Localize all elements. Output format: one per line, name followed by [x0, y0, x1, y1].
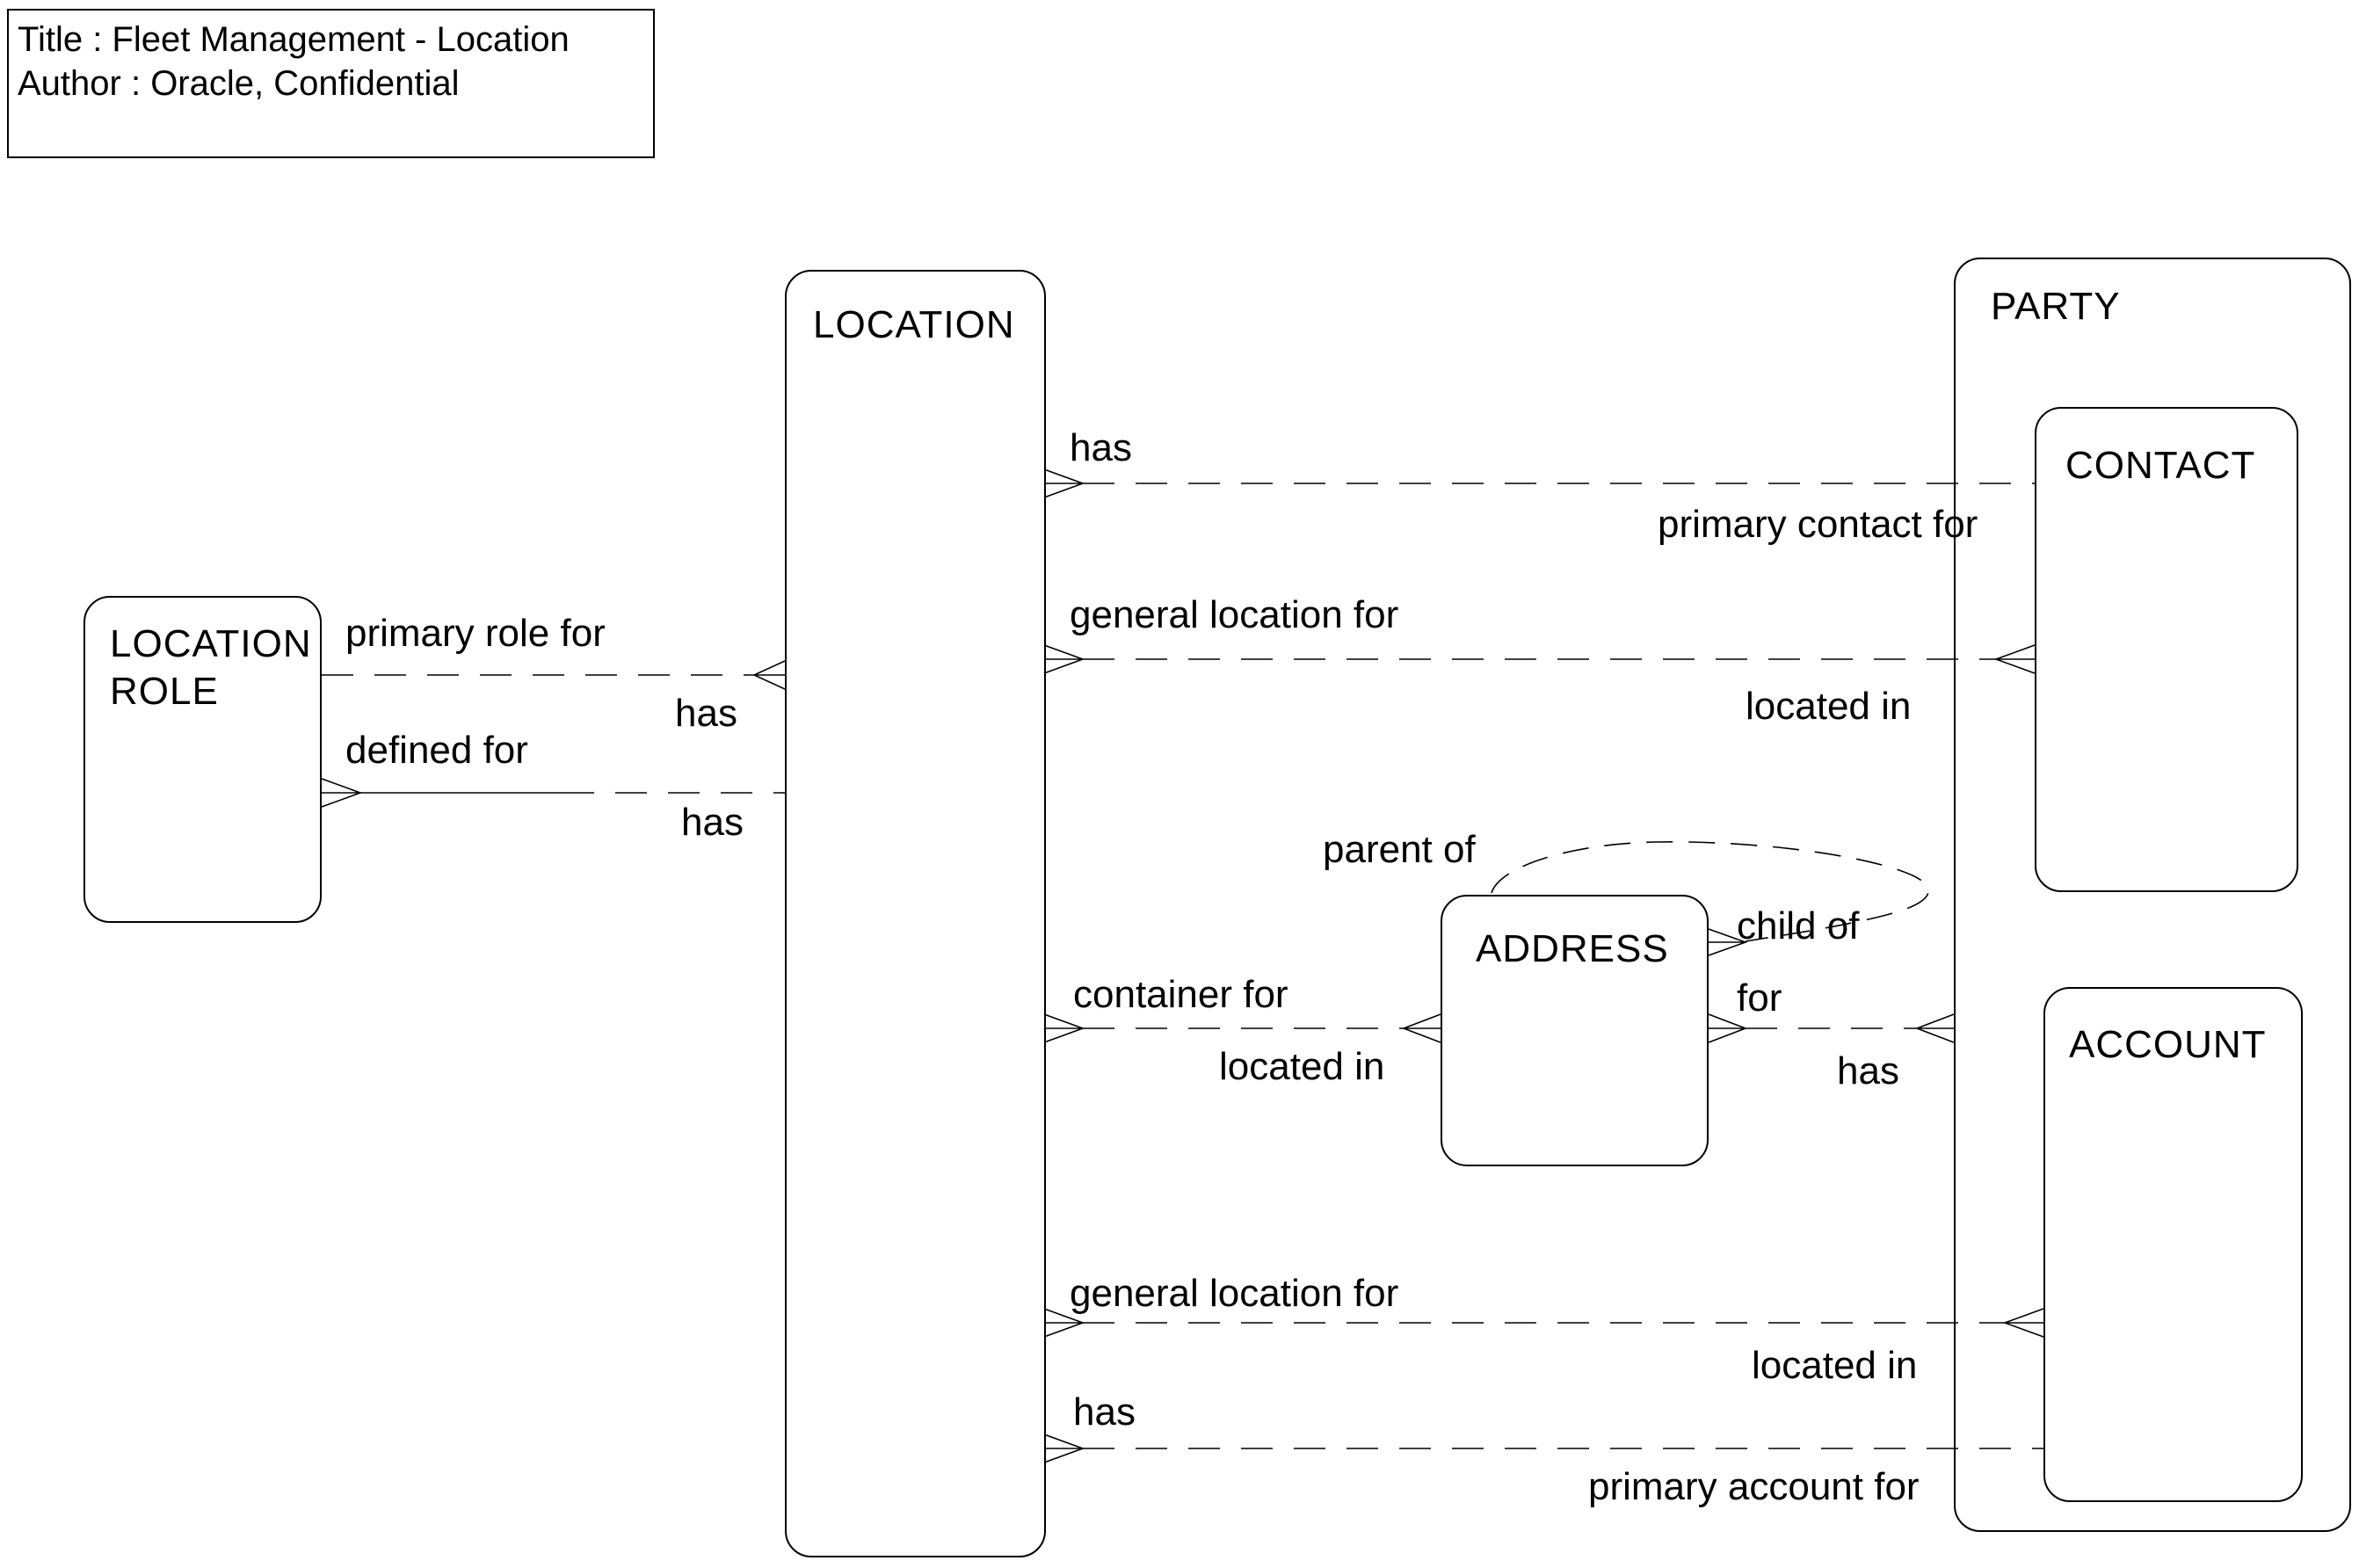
rel-label-primary-account-for: primary account for: [1588, 1465, 1920, 1508]
rel-location-contact-general-location-for-located-in: [1043, 644, 2036, 674]
entity-address-label: ADDRESS: [1476, 927, 1669, 970]
rel-label-has-account: has: [1073, 1390, 1136, 1434]
rel-label-for-party: for: [1737, 976, 1782, 1020]
rel-label-located-in-contact: located in: [1746, 685, 1912, 728]
rel-label-child-of: child of: [1737, 904, 1860, 947]
rel-location-contact-has-primary-contact-for: [1043, 468, 2035, 498]
rel-locationrole-location-primary-role-for-has: [322, 660, 786, 690]
rel-label-general-location-for-account: general location for: [1070, 1272, 1399, 1315]
rel-label-primary-contact-for: primary contact for: [1658, 503, 1978, 546]
rel-label-located-in-address: located in: [1219, 1045, 1385, 1088]
entity-contact-label: CONTACT: [2065, 444, 2256, 487]
diagram-title: Title : Fleet Management - Location: [18, 20, 570, 59]
entity-location-role: LOCATION ROLE: [83, 596, 322, 923]
rel-label-has-address: has: [1837, 1049, 1899, 1093]
entity-account-label: ACCOUNT: [2069, 1023, 2267, 1066]
entity-location: LOCATION: [785, 270, 1046, 1557]
entity-address: ADDRESS: [1441, 895, 1709, 1166]
rel-location-address-container-for-located-in: [1043, 1013, 1441, 1043]
rel-label-has-contact: has: [1070, 426, 1132, 469]
rel-location-account-has-primary-account-for: [1043, 1434, 2043, 1463]
entity-party-label: PARTY: [1991, 285, 2121, 328]
rel-label-located-in-account: located in: [1752, 1344, 1918, 1387]
rel-label-primary-role-for: primary role for: [345, 612, 606, 655]
rel-label-parent-of: parent of: [1323, 828, 1476, 871]
rel-label-container-for: container for: [1073, 973, 1288, 1016]
entity-contact: CONTACT: [2035, 407, 2298, 892]
title-block: Title : Fleet Management - Location Auth…: [7, 9, 655, 158]
rel-label-defined-for: defined for: [345, 729, 528, 772]
entity-location-role-label: LOCATION ROLE: [110, 622, 312, 713]
entity-account: ACCOUNT: [2043, 987, 2303, 1502]
rel-label-has-role: has: [675, 692, 737, 735]
rel-label-general-location-for-contact: general location for: [1070, 593, 1399, 636]
diagram-author: Author : Oracle, Confidential: [18, 64, 460, 103]
entity-location-label: LOCATION: [813, 303, 1015, 346]
rel-label-has-defined: has: [681, 801, 744, 844]
